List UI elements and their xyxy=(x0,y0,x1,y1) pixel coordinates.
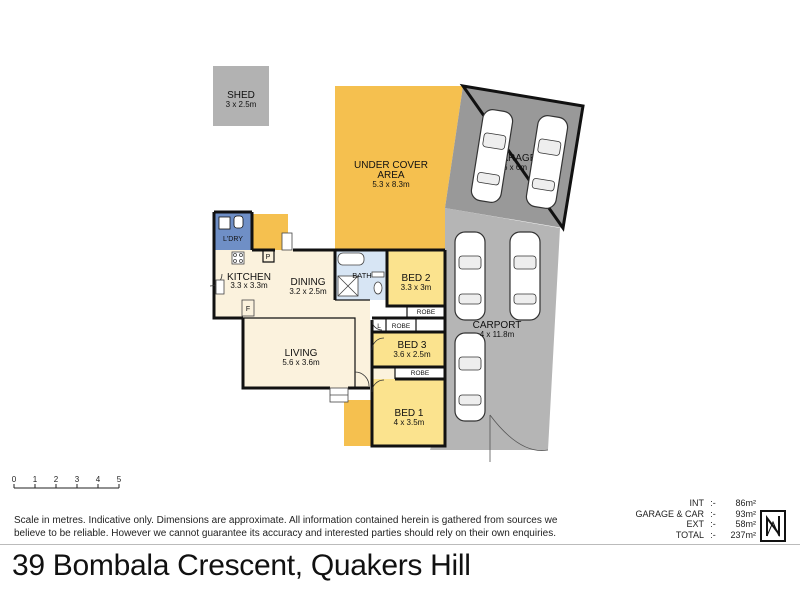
area-separator: :- xyxy=(710,529,716,540)
kitchen-dining-living-area xyxy=(214,250,370,388)
under-cover-size: 5.3 x 8.3m xyxy=(372,180,410,189)
dining-label: DINING xyxy=(291,277,326,288)
area-row: TOTAL :- 237m² xyxy=(628,530,756,541)
disclaimer: Scale in metres. Indicative only. Dimens… xyxy=(14,514,634,540)
area-value: 86m² xyxy=(735,498,756,508)
hallway xyxy=(372,367,395,379)
front-steps xyxy=(281,232,349,403)
pantry-label: P xyxy=(266,254,271,261)
fridge-label: F xyxy=(246,306,250,313)
linen-cupboard xyxy=(372,318,386,332)
area-value: 237m² xyxy=(730,529,756,540)
bed2-room xyxy=(387,250,445,306)
area-row: EXT :- 58m² xyxy=(628,519,756,530)
shed-label: SHED xyxy=(227,90,255,101)
under-cover-area xyxy=(335,86,463,250)
driveway-arc xyxy=(489,414,549,451)
bed1-size: 4 x 3.5m xyxy=(394,418,425,427)
car-icon xyxy=(454,231,486,321)
living-size: 5.6 x 3.6m xyxy=(282,358,320,367)
floor-plan: SHED 3 x 2.5m UNDER COVER AREA 5.3 x 8.3… xyxy=(209,66,585,462)
scale-tick-label: 0 xyxy=(12,475,17,484)
scale-tick-label: 4 xyxy=(96,475,101,484)
robe-hall xyxy=(386,318,416,332)
bed3-room xyxy=(372,332,445,367)
laundry-label: L'DRY xyxy=(223,236,243,243)
kitchen-fixtures xyxy=(215,251,255,317)
shed-size: 3 x 2.5m xyxy=(226,100,257,109)
car-icon xyxy=(509,231,541,321)
divider xyxy=(0,544,800,545)
entry-patch-area xyxy=(252,214,288,250)
scale-tick-label: 5 xyxy=(117,475,122,484)
under-cover-label-line1: UNDER COVER xyxy=(354,160,428,171)
shed-area xyxy=(213,66,269,126)
carport-label: CARPORT xyxy=(473,320,522,331)
north-arrow-icon xyxy=(760,510,786,542)
area-separator: :- xyxy=(710,508,716,519)
bath-fixtures xyxy=(337,252,385,297)
toilet-icon xyxy=(233,215,244,229)
scale-tick-label: 1 xyxy=(33,475,38,484)
bed1-room xyxy=(372,379,445,446)
area-label: GARAGE & CAR xyxy=(635,508,704,519)
area-label: TOTAL xyxy=(675,529,704,540)
washing-machine-icon xyxy=(218,216,231,230)
area-value: 93m² xyxy=(735,508,756,519)
carport-size: 4 x 11.8m xyxy=(480,330,515,339)
area-label: INT xyxy=(689,498,705,508)
bed3-label: BED 3 xyxy=(398,340,427,351)
scale-tick-label: 2 xyxy=(54,475,59,484)
area-label: EXT xyxy=(686,519,704,529)
scale-tick-label: 3 xyxy=(75,475,80,484)
kitchen-size: 3.3 x 3.3m xyxy=(230,281,268,290)
area-row: INT :- 86m² xyxy=(628,498,757,509)
car-icon xyxy=(454,332,486,422)
area-separator: :- xyxy=(710,519,716,529)
robe-hall-label: ROBE xyxy=(392,323,411,330)
under-cover-label-line2: AREA xyxy=(377,170,405,181)
robe-bed1-label: ROBE xyxy=(411,370,430,377)
garage-label: GARAGE xyxy=(494,153,537,164)
garage-wall xyxy=(459,83,585,232)
property-address-title: 39 Bombala Crescent, Quakers Hill xyxy=(12,549,471,582)
area-separator: :- xyxy=(710,498,716,508)
robe-bed2-label: ROBE xyxy=(417,309,436,316)
area-summary: INT :- 86m² GARAGE & CAR :- 93m² EXT :- … xyxy=(628,498,756,540)
living-label: LIVING xyxy=(285,348,318,359)
bath-label: BATH xyxy=(352,271,371,280)
bed1-label: BED 1 xyxy=(395,408,424,419)
scale-bar: 0 1 2 3 4 5 xyxy=(12,475,122,489)
robe-bed1 xyxy=(395,367,445,379)
car-icon xyxy=(525,115,569,209)
linen-label: L xyxy=(377,323,381,330)
kitchen-label: KITCHEN xyxy=(227,272,271,283)
bed3-size: 3.6 x 2.5m xyxy=(393,350,431,359)
interior-thin-walls xyxy=(243,250,417,388)
bed2-label: BED 2 xyxy=(402,273,431,284)
bed2-size: 3.3 x 3m xyxy=(401,283,432,292)
disclaimer-line: believe to be reliable. However we canno… xyxy=(14,528,556,539)
area-row: GARAGE & CAR :- 93m² xyxy=(628,509,756,520)
front-patch-area xyxy=(344,400,372,446)
robe-bed2 xyxy=(407,306,445,318)
garage-size: 6 x 6m xyxy=(503,163,527,172)
car-icon xyxy=(470,109,514,203)
dining-size: 3.2 x 2.5m xyxy=(289,287,327,296)
disclaimer-line: Scale in metres. Indicative only. Dimens… xyxy=(14,515,558,526)
area-value: 58m² xyxy=(735,519,756,529)
